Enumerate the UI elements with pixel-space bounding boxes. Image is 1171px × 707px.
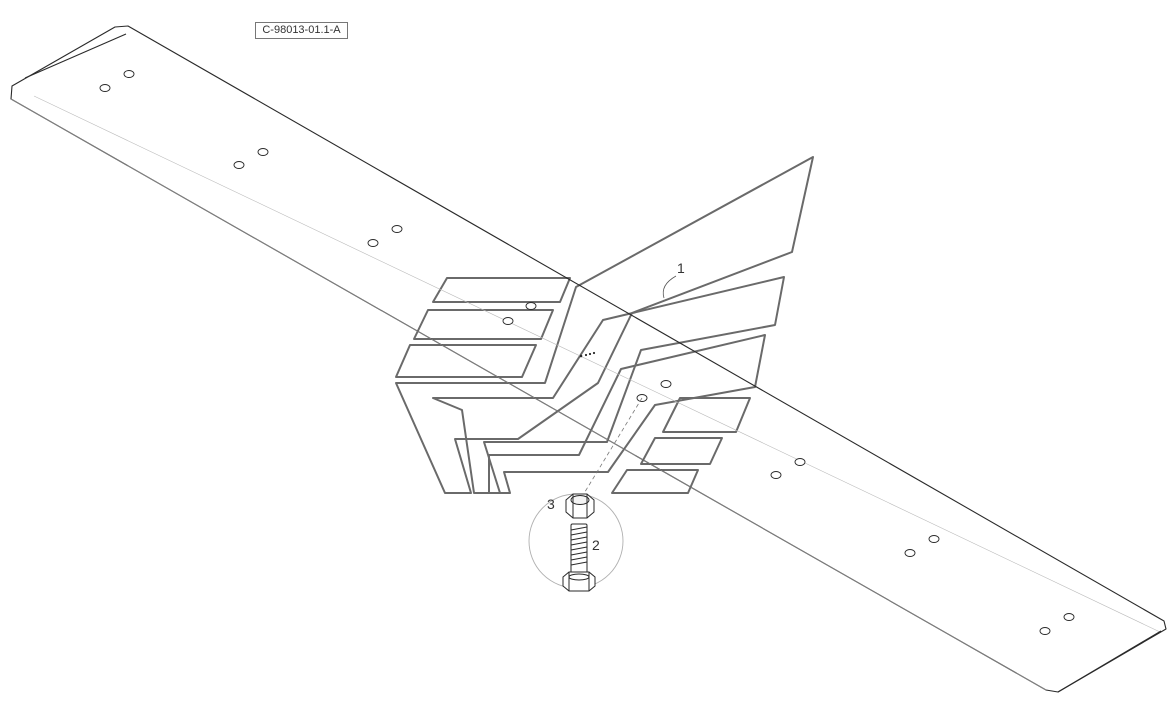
watermark-chevron <box>395 156 814 494</box>
callout-1-label: 1 <box>677 260 685 276</box>
assembly-line <box>579 397 643 501</box>
blade-top-edge <box>1057 630 1162 693</box>
bolt-hole <box>233 161 245 169</box>
watermark-bar <box>395 344 537 378</box>
bolt-hole <box>525 302 537 310</box>
bolt-hole <box>99 84 111 92</box>
bolt-hole <box>1039 627 1051 635</box>
center-marks <box>579 351 596 358</box>
bolt-hole <box>770 471 782 479</box>
drawing-id-label: C-98013-01.1-A <box>255 22 348 39</box>
blade-top-edge <box>24 33 127 79</box>
watermark-chevron <box>488 334 766 494</box>
blade-outline <box>10 25 1167 693</box>
bolt-hole <box>391 225 403 233</box>
watermark-bar <box>432 277 571 303</box>
watermark-logo <box>395 156 814 494</box>
blade-bevel-line <box>10 98 1047 691</box>
bolt-hole <box>1063 613 1075 621</box>
bolt-hole <box>502 317 514 325</box>
bolt-hole <box>794 458 806 466</box>
watermark-bar <box>662 397 751 433</box>
bolt-hole <box>904 549 916 557</box>
callout-3-label: 3 <box>547 496 555 512</box>
bolt-hole <box>257 148 269 156</box>
watermark-bar <box>640 437 723 465</box>
watermark-bar <box>413 309 554 340</box>
callout-2-label: 2 <box>592 537 600 553</box>
nut-part <box>565 493 595 519</box>
bolt-hole <box>928 535 940 543</box>
bolt-holes <box>99 70 1075 635</box>
watermark-bar <box>611 469 699 494</box>
bolt-hole <box>123 70 135 78</box>
bolt-hole <box>367 239 379 247</box>
bolt-hole <box>660 380 672 388</box>
bolt-part <box>562 523 596 592</box>
blade-bevel-line <box>33 95 1161 633</box>
watermark-chevron <box>432 276 785 494</box>
leader-line-1 <box>662 275 677 299</box>
cutting-edge-blade <box>10 25 1167 693</box>
